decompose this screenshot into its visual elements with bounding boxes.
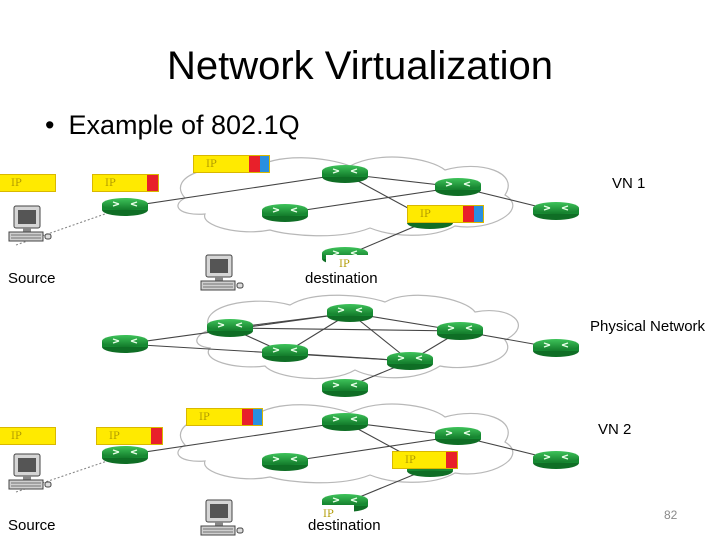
vn2-label: VN 2 <box>598 421 632 438</box>
packet-ip-red-tag: IP <box>96 427 163 445</box>
packet-ip-plain: IP <box>310 505 354 523</box>
destination-label-bottom: destination <box>308 517 381 534</box>
physical-network-label: Physical Network <box>590 318 706 335</box>
packet-ip-red-blue-tag: IP <box>407 205 484 223</box>
vlan-tag-blue <box>253 409 262 425</box>
packet-ip-label: IP <box>97 428 151 444</box>
packet-ip-red-blue-tag: IP <box>186 408 263 426</box>
bullet-line: • Example of 802.1Q <box>45 110 300 141</box>
packet-ip-label: IP <box>327 256 369 272</box>
bullet-text: Example of 802.1Q <box>68 110 300 140</box>
page-number: 82 <box>664 508 678 522</box>
vn1-label: VN 1 <box>612 175 646 192</box>
source-label-bottom: Source <box>8 517 56 534</box>
vlan-tag-red <box>151 428 162 444</box>
packet-ip-label: IP <box>0 175 55 191</box>
packet-ip-red-blue-tag: IP <box>193 155 270 173</box>
vlan-tag-red <box>249 156 260 172</box>
packet-ip-label: IP <box>311 506 353 522</box>
packet-ip-label: IP <box>187 409 242 425</box>
vlan-tag-blue <box>474 206 483 222</box>
packet-ip-label: IP <box>393 452 446 468</box>
packet-ip-plain: IP <box>0 174 56 192</box>
vlan-tag-red <box>463 206 474 222</box>
vlan-tag-red <box>446 452 457 468</box>
vlan-tag-blue <box>260 156 269 172</box>
packet-ip-label: IP <box>93 175 147 191</box>
packet-ip-label: IP <box>0 428 55 444</box>
packet-ip-label: IP <box>194 156 249 172</box>
destination-label-top: destination <box>305 270 378 287</box>
packet-ip-label: IP <box>408 206 463 222</box>
bullet-icon: • <box>45 110 55 140</box>
packet-ip-red-tag: IP <box>92 174 159 192</box>
packet-ip-red-tag: IP <box>392 451 458 469</box>
slide-title: Network Virtualization <box>166 44 554 88</box>
vlan-tag-red <box>242 409 253 425</box>
source-label-top: Source <box>8 270 56 287</box>
packet-ip-plain: IP <box>326 255 370 273</box>
vlan-tag-red <box>147 175 158 191</box>
packet-ip-plain: IP <box>0 427 56 445</box>
